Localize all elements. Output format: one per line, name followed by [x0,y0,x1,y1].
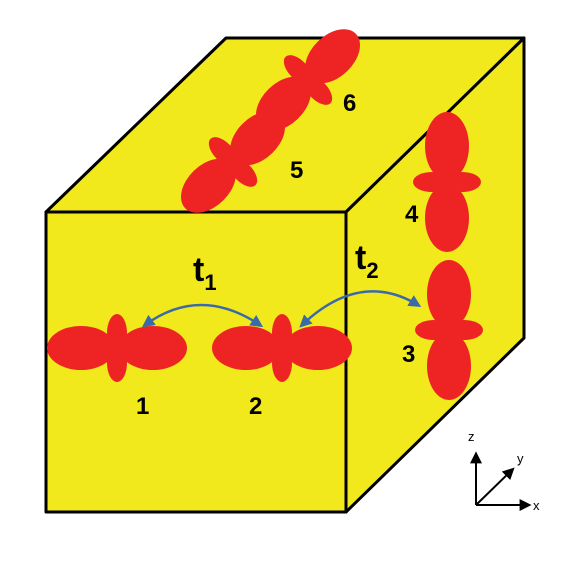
site-label-2: 2 [249,393,262,420]
hop-label-t2: t2 [355,239,379,283]
axis-z-label: z [468,429,475,444]
site-labels: 1 2 3 4 5 6 [136,90,419,420]
coordinate-axes: z y x [468,429,540,513]
axis-x-label: x [533,498,540,513]
hopping-arrows [141,290,422,328]
hop-subscript-t1: 1 [204,270,216,295]
site-label-5: 5 [290,157,303,184]
site-label-4: 4 [405,201,419,228]
cube-front-face [44,210,348,514]
hop-symbol-t1: t [193,251,204,289]
site-label-1: 1 [136,393,149,420]
hop-arrow-t2 [299,290,422,328]
hop-subscript-t2: 2 [366,258,378,283]
axis-y-arrow [475,467,515,506]
hop-symbol-t2: t [355,239,366,277]
hop-arrow-t1 [141,303,264,328]
site-label-3: 3 [402,341,415,368]
hopping-labels: t1 t2 [193,239,379,295]
site-label-6: 6 [343,90,356,117]
axis-y-label: y [517,451,524,466]
hop-label-t1: t1 [193,251,217,295]
